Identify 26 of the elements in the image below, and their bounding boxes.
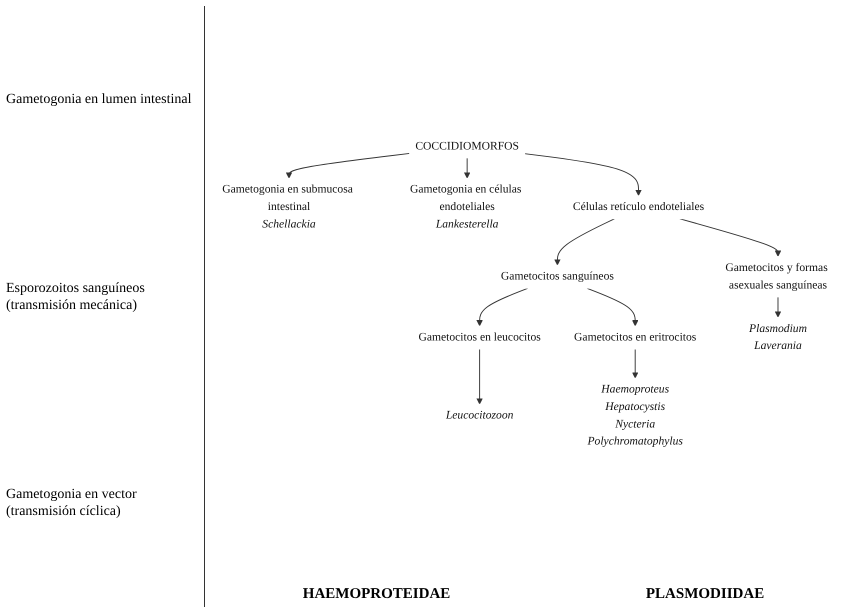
node-text: COCCIDIOMORFOS bbox=[415, 140, 519, 152]
arrow bbox=[476, 288, 528, 326]
arrow bbox=[476, 348, 483, 404]
row-header: Gametogonia en lumen intestinal bbox=[6, 92, 192, 109]
node-text: Haemoproteus Hepatocystis Nycteria Polychromatophylus bbox=[587, 383, 683, 448]
family-name: PLASMODIIDAE bbox=[646, 586, 764, 603]
node-text: Gametogonia en submucosa intestinal Schellackia bbox=[222, 183, 353, 230]
node-text: Plasmodium Laverania bbox=[749, 322, 807, 352]
arrow bbox=[774, 296, 782, 318]
node-text: Leucocitozoon bbox=[446, 409, 514, 422]
family-name: HAEMOPROTEIDAE bbox=[302, 586, 450, 603]
node-text: Gametocitos en leucocitos bbox=[418, 330, 541, 344]
arrow bbox=[679, 218, 782, 257]
node-text: Gametocitos en eritrocitos bbox=[574, 330, 696, 344]
arrow bbox=[524, 153, 642, 196]
row-header: Gametogonia en vector (transmisión cíclica) bbox=[6, 487, 138, 521]
node-text: Gametocitos y formas asexuales sanguíneas bbox=[725, 261, 828, 292]
node-text: Gametocitos sanguíneos bbox=[500, 270, 614, 282]
node-text: Células retículo endoteliales bbox=[572, 200, 704, 213]
arrow bbox=[286, 152, 410, 178]
arrow bbox=[554, 218, 615, 266]
arrow bbox=[632, 348, 638, 378]
arrow bbox=[464, 157, 470, 178]
arrow bbox=[586, 288, 638, 326]
row-header: Esporozoitos sanguíneos (transmisión mecánica) bbox=[6, 281, 146, 315]
node-text: Gametogonia en células endoteliales Lankesterella bbox=[410, 183, 522, 230]
